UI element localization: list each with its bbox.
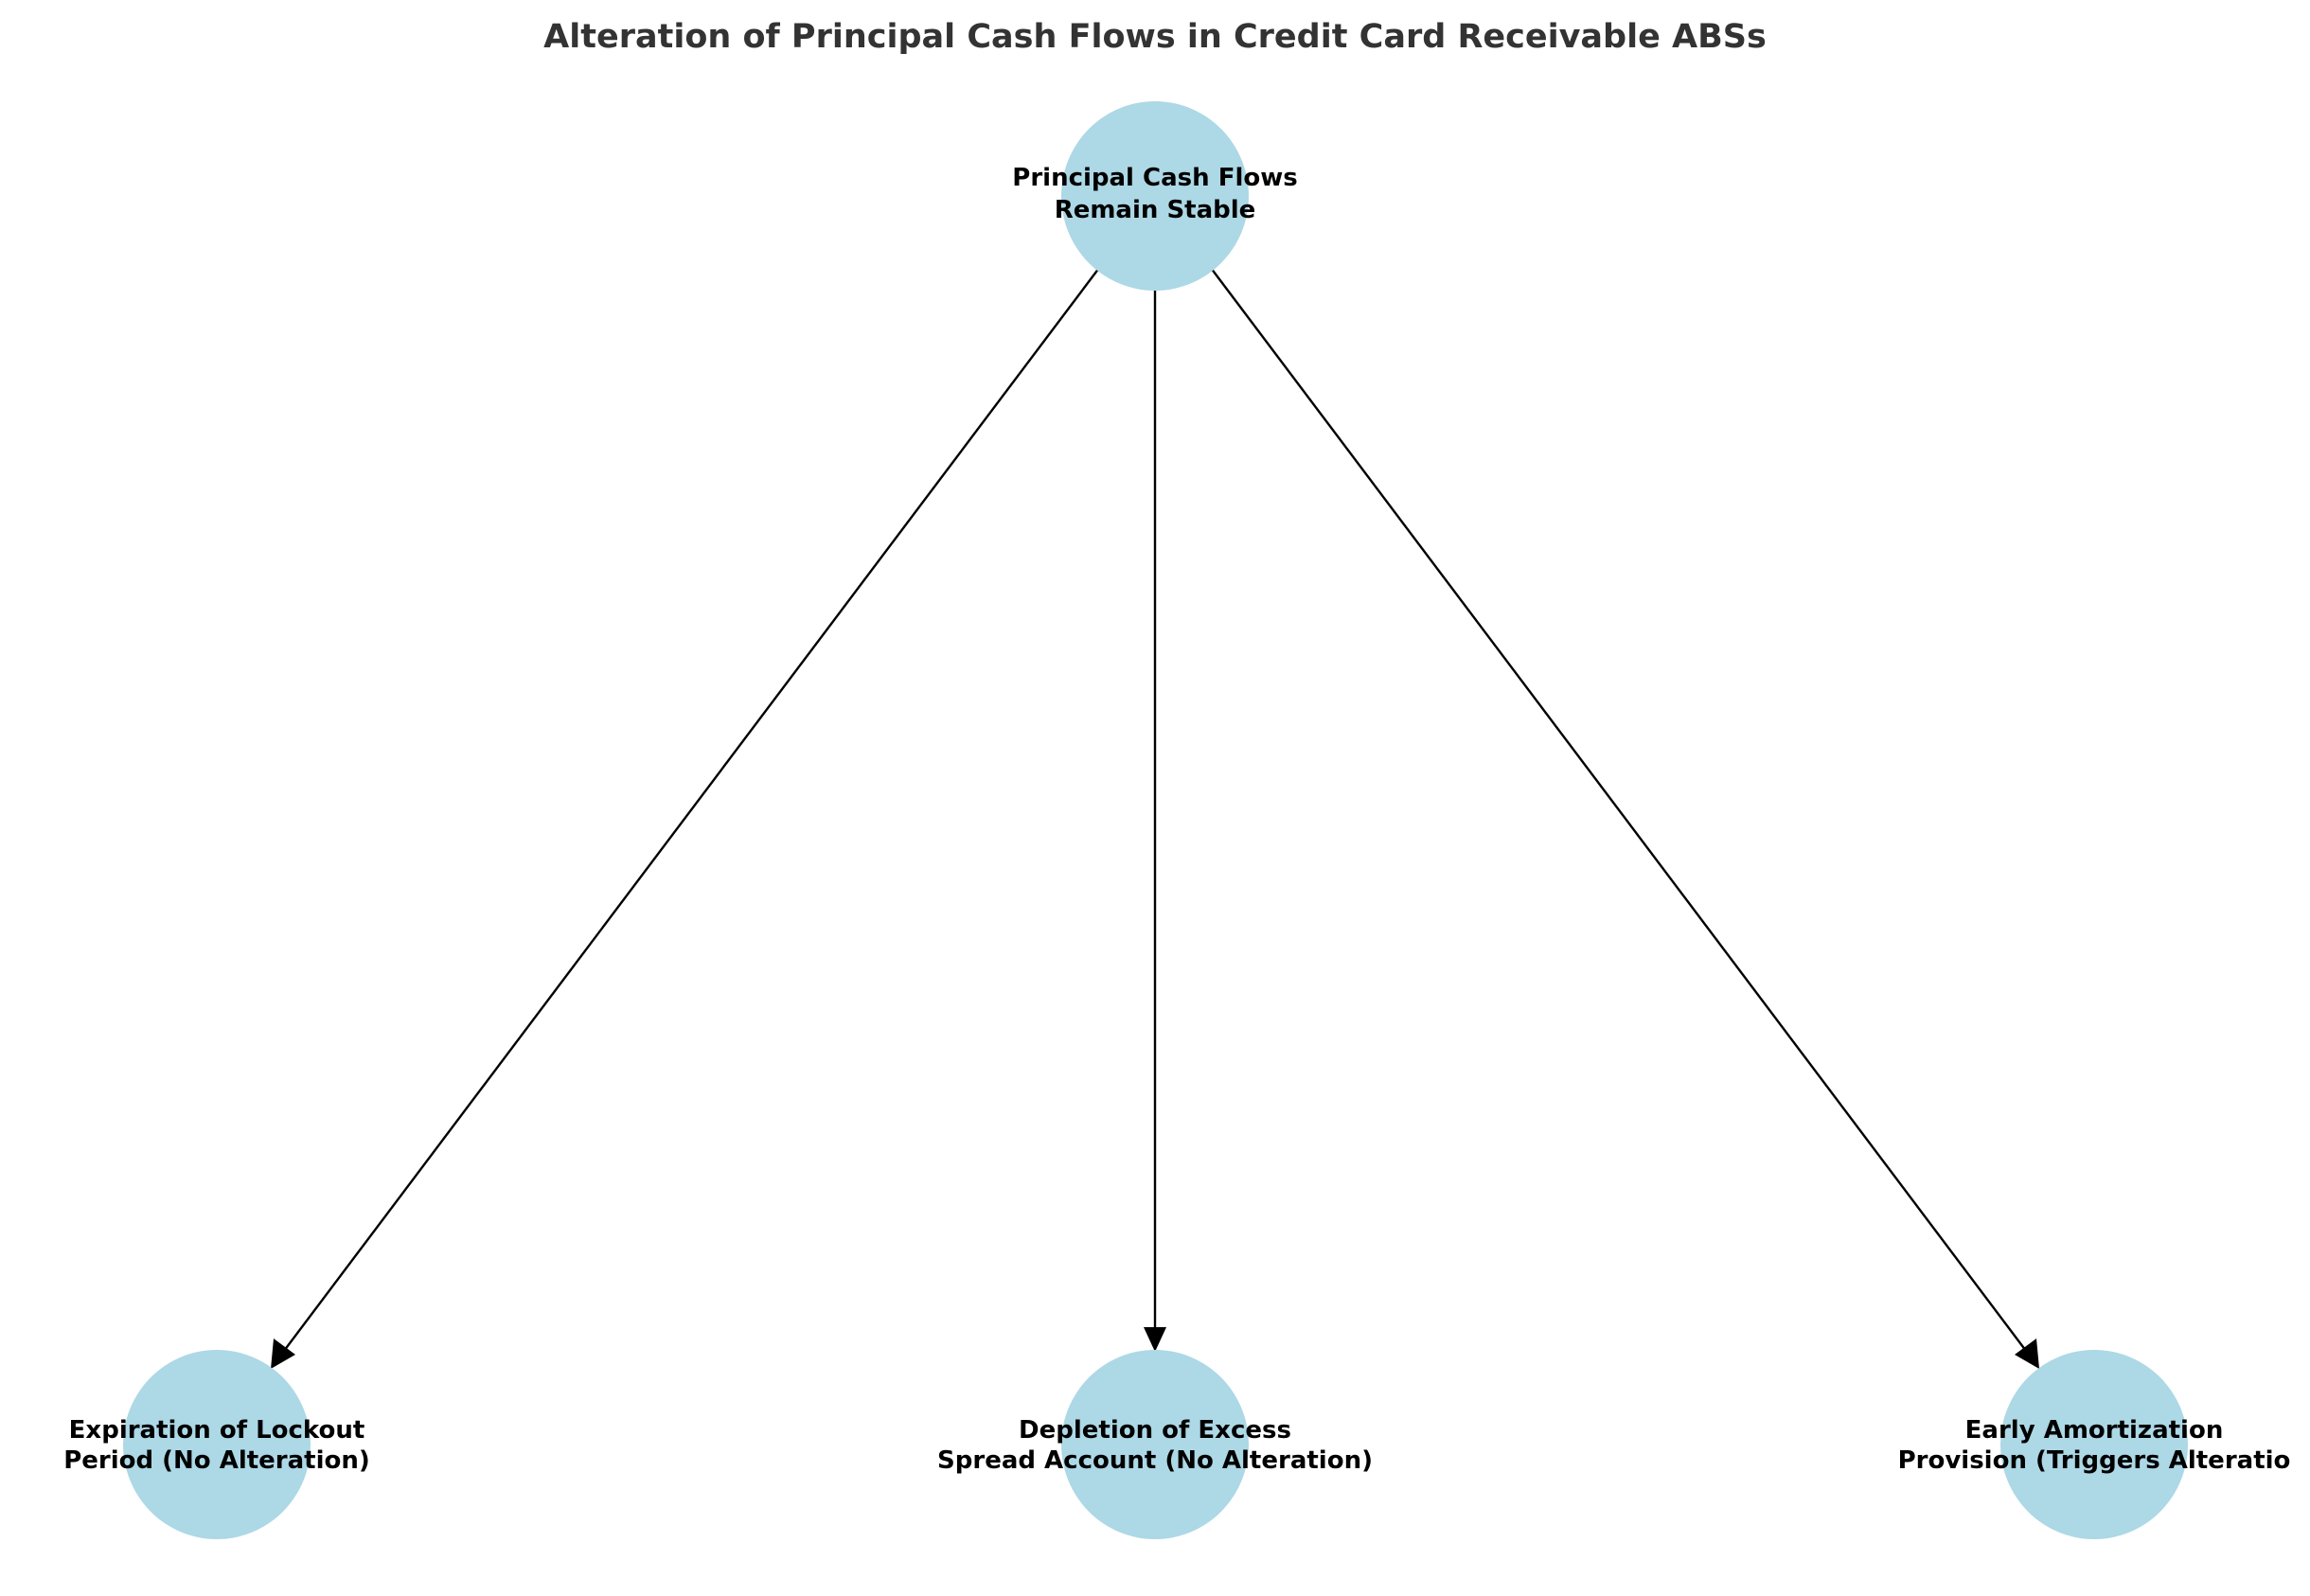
node-amortization-label-line-1: Early Amortization <box>1965 1416 2224 1445</box>
node-spread-label-line-1: Depletion of Excess <box>1019 1416 1291 1445</box>
arrowhead-lockout <box>271 1339 295 1369</box>
arrowhead-spread <box>1144 1327 1166 1352</box>
node-amortization-label-line-2: Provision (Triggers Alteratio <box>1898 1446 2291 1475</box>
edge-root-to-lockout <box>283 267 1100 1352</box>
edges-layer <box>271 267 2039 1369</box>
diagram-title: Alteration of Principal Cash Flows in Cr… <box>543 18 1767 56</box>
node-spread-label-line-2: Spread Account (No Alteration) <box>937 1446 1373 1475</box>
node-spread: Depletion of Excess Spread Account (No A… <box>937 1350 1373 1539</box>
node-root-circle <box>1061 101 1249 291</box>
node-lockout: Expiration of Lockout Period (No Alterat… <box>63 1350 370 1539</box>
edge-root-to-amortization <box>1210 267 2027 1352</box>
node-root: Principal Cash Flows Remain Stable <box>1012 101 1298 291</box>
node-root-label-line-1: Principal Cash Flows <box>1012 164 1297 192</box>
node-spread-circle <box>1061 1350 1249 1539</box>
node-root-label-line-2: Remain Stable <box>1055 196 1256 224</box>
arrowhead-amortization <box>2015 1339 2039 1369</box>
node-lockout-label-line-2: Period (No Alteration) <box>63 1446 370 1475</box>
node-lockout-label-line-1: Expiration of Lockout <box>69 1416 365 1445</box>
node-amortization: Early Amortization Provision (Triggers A… <box>1898 1350 2291 1539</box>
node-lockout-circle <box>123 1350 311 1539</box>
node-amortization-circle <box>2000 1350 2188 1539</box>
